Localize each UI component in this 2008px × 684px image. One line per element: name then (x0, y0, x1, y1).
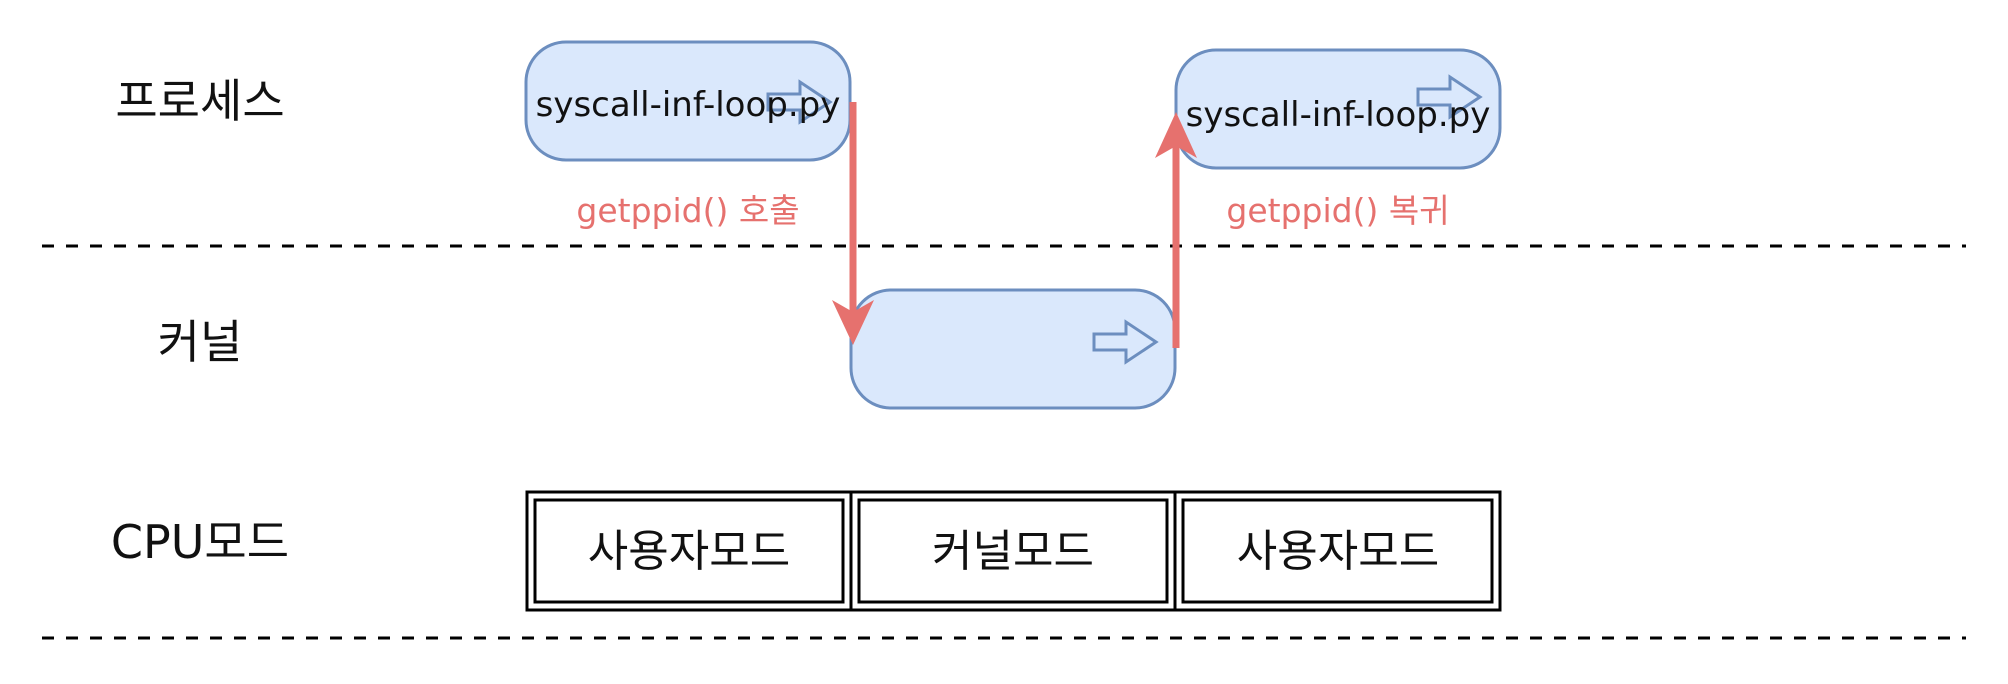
kernel-row-label: 커널 (158, 315, 243, 369)
kernel-box (849, 288, 1177, 410)
right-arrow-icon (1416, 74, 1483, 120)
mode-cell-2: 커널모드 (849, 490, 1177, 612)
syscall-call-arrow (832, 102, 874, 345)
right-arrow-icon (1092, 319, 1159, 365)
down-arrow-icon (832, 300, 874, 345)
process-box-return: syscall-inf-loop.py (1174, 48, 1502, 170)
process-box-call-label: syscall-inf-loop.py (536, 85, 841, 125)
mode-cell-3: 사용자모드 (1173, 490, 1502, 612)
call-label: getppid() 호출 (576, 191, 799, 230)
cpu-mode-row-label: CPU모드 (111, 515, 289, 569)
up-arrow-icon (1155, 112, 1197, 158)
mode-label-kernel: 커널모드 (932, 526, 1094, 577)
process-row-label: 프로세스 (115, 74, 284, 128)
process-box-return-shape (1174, 48, 1502, 170)
process-box-return-label: syscall-inf-loop.py (1186, 95, 1491, 135)
process-box-call: syscall-inf-loop.py (524, 40, 852, 162)
syscall-return-arrow (1155, 112, 1197, 348)
mode-label-user-2: 사용자모드 (1237, 526, 1439, 577)
mode-label-user-1: 사용자모드 (588, 526, 790, 577)
process-box-call-shape (524, 40, 852, 162)
mode-cell-1: 사용자모드 (525, 490, 853, 612)
return-label: getppid() 복귀 (1226, 191, 1449, 230)
right-arrow-icon (766, 79, 833, 125)
kernel-box-shape (849, 288, 1177, 410)
